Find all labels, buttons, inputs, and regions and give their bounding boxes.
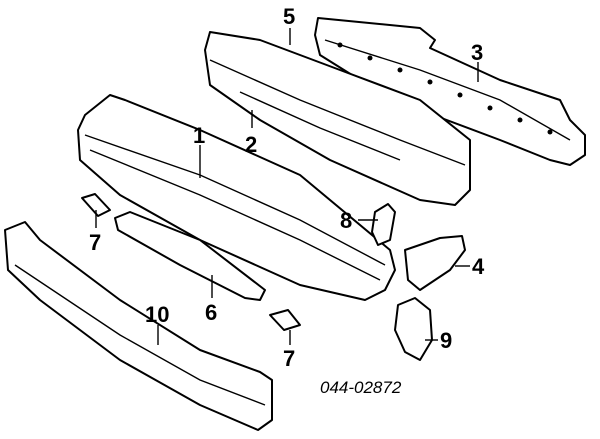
callout-1: 1	[193, 123, 205, 148]
part-6-strip	[114, 211, 266, 301]
callout-7-right: 7	[283, 346, 295, 371]
part-code: 044-02872	[320, 378, 402, 397]
callout-9: 9	[440, 328, 452, 353]
callout-10: 10	[145, 302, 169, 327]
part-1-bumper-cover	[77, 94, 396, 301]
part-7-bracket-left	[81, 193, 111, 217]
callout-7-left: 7	[89, 230, 101, 255]
part-4-bracket	[404, 235, 466, 291]
callout-5: 5	[283, 4, 295, 29]
part-10-lower-panel	[4, 221, 273, 431]
callout-3: 3	[471, 40, 483, 65]
callout-4: 4	[472, 254, 485, 279]
part-2-absorber	[204, 31, 471, 206]
callout-6: 6	[205, 300, 217, 325]
callout-8: 8	[340, 208, 352, 233]
part-7-bracket-right	[269, 309, 301, 331]
callout-2: 2	[245, 132, 257, 157]
leader-lines	[95, 28, 479, 345]
part-8-bracket	[371, 203, 396, 246]
part-9-bracket	[394, 297, 433, 361]
